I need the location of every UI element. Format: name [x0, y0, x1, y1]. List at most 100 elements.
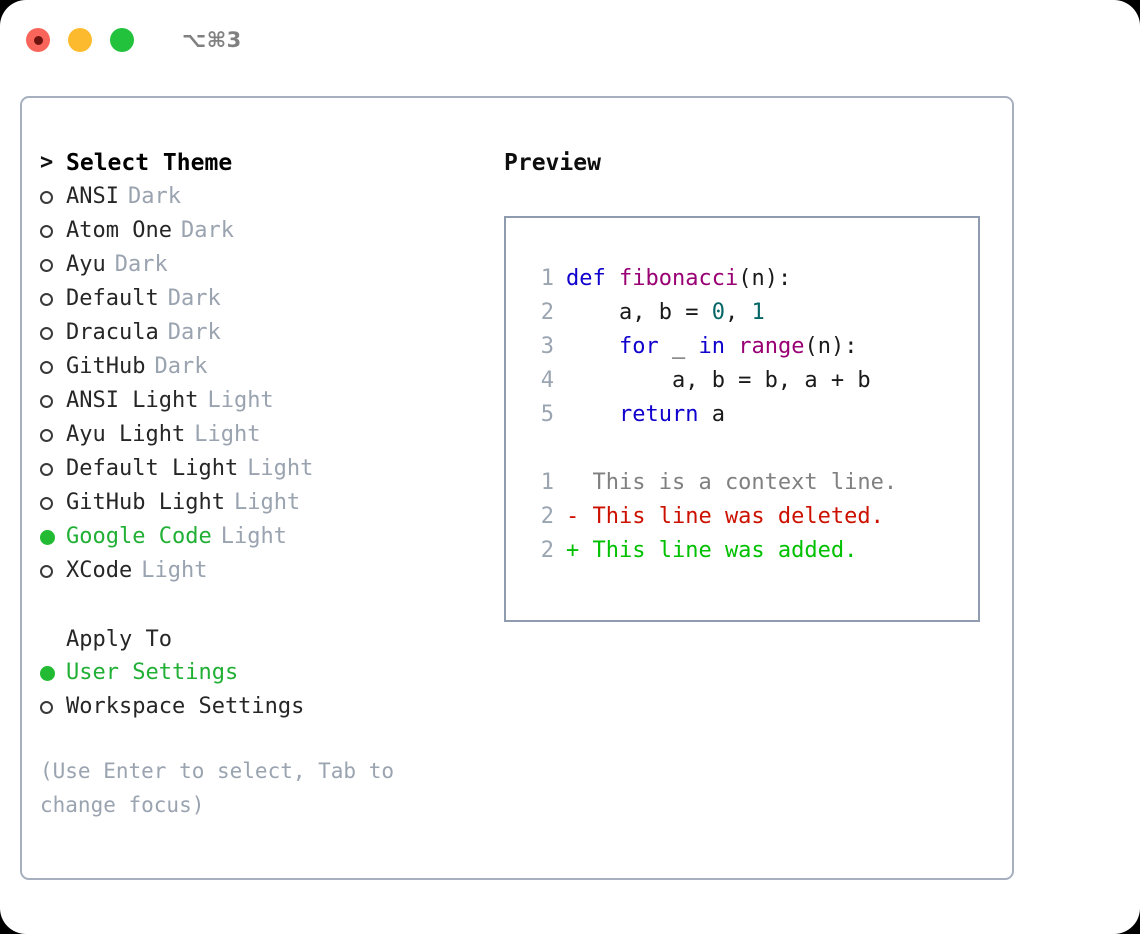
theme-list-item-ansi[interactable]: ANSI Dark [40, 180, 500, 214]
code-diff-separator [524, 432, 978, 466]
diff-content: - This line was deleted. [566, 504, 884, 529]
theme-name: Ayu [66, 252, 106, 277]
theme-list: ANSI Dark Atom One Dark Ayu Dark [40, 180, 500, 588]
theme-list-item-default[interactable]: Default Dark [40, 282, 500, 316]
theme-name: Default [66, 286, 159, 311]
theme-name: XCode [66, 558, 133, 583]
radio-unselected-icon[interactable] [40, 384, 66, 418]
token-function: fibonacci [619, 266, 739, 291]
radio-unselected-icon[interactable] [40, 316, 66, 350]
radio-unselected-icon[interactable] [40, 690, 66, 724]
main-panel: > Select Theme ANSI Dark Atom One Dark [20, 96, 1014, 880]
radio-unselected-icon[interactable] [40, 418, 66, 452]
minimize-button[interactable] [68, 28, 92, 52]
diff-line-deleted: 2 - This line was deleted. [524, 500, 978, 534]
radio-unselected-icon[interactable] [40, 554, 66, 588]
theme-tag: Light [247, 456, 314, 481]
token-plain: a [698, 402, 725, 427]
radio-selected-icon[interactable] [40, 520, 66, 554]
token-keyword: return [618, 402, 699, 427]
diff-content: This is a context line. [566, 470, 898, 495]
theme-list-item-github[interactable]: GitHub Dark [40, 350, 500, 384]
radio-unselected-icon[interactable] [40, 350, 66, 384]
radio-unselected-icon[interactable] [40, 282, 66, 316]
radio-unselected-icon[interactable] [40, 248, 66, 282]
close-dot-icon [33, 35, 43, 45]
apply-to-item-workspace-settings[interactable]: Workspace Settings [40, 690, 500, 724]
title-bar: ⌥⌘3 [0, 0, 1140, 80]
token-plain: _ [658, 334, 699, 359]
theme-list-item-github-light[interactable]: GitHub Light Light [40, 486, 500, 520]
diff-line-context: 1 This is a context line. [524, 466, 978, 500]
theme-name: ANSI [66, 184, 119, 209]
code-content: a, b = 0, 1 [566, 296, 765, 330]
radio-unselected-icon[interactable] [40, 214, 66, 248]
theme-tag: Light [207, 388, 274, 413]
code-content: def fibonacci(n): [566, 262, 791, 296]
radio-unselected-icon[interactable] [40, 180, 66, 214]
apply-to-heading: Apply To [40, 622, 500, 656]
token-plain [566, 334, 619, 359]
line-number: 1 [540, 266, 554, 291]
theme-tag: Dark [167, 320, 221, 345]
list-spacer [40, 588, 500, 622]
theme-tag: Dark [180, 218, 234, 243]
apply-to-item-user-settings[interactable]: User Settings [40, 656, 500, 690]
radio-selected-icon[interactable] [40, 656, 66, 690]
theme-name: GitHub Light [66, 490, 225, 515]
theme-picker-pane: > Select Theme ANSI Dark Atom One Dark [40, 146, 500, 822]
theme-tag: Light [220, 524, 287, 549]
theme-list-item-xcode[interactable]: XCode Light [40, 554, 500, 588]
radio-unselected-icon[interactable] [40, 452, 66, 486]
token-plain [725, 334, 738, 359]
theme-list-item-google-code[interactable]: Google Code Light [40, 520, 500, 554]
theme-list-item-default-light[interactable]: Default Light Light [40, 452, 500, 486]
line-number: 2 [540, 300, 554, 325]
token-plain: (n): [804, 334, 858, 359]
theme-tag: Dark [127, 184, 181, 209]
token-plain: , [724, 300, 752, 325]
radio-unselected-icon[interactable] [40, 486, 66, 520]
preview-title: Preview [504, 150, 601, 176]
theme-name: Default Light [66, 456, 239, 481]
theme-tag: Light [141, 558, 208, 583]
code-line: 3 for _ in range(n): [524, 330, 978, 364]
theme-tag: Light [194, 422, 261, 447]
apply-to-option-label: User Settings [66, 660, 239, 685]
apply-to-option-label: Workspace Settings [66, 694, 305, 719]
theme-list-item-dracula[interactable]: Dracula Dark [40, 316, 500, 350]
preview-pane: Preview 1 def fibonacci(n): 2 a, b = 0, … [504, 146, 994, 622]
theme-name: GitHub [66, 354, 146, 379]
keyboard-shortcut-label: ⌥⌘3 [182, 28, 242, 52]
theme-list-item-ansi-light[interactable]: ANSI Light Light [40, 384, 500, 418]
token-number: 1 [751, 300, 765, 325]
theme-list-item-ayu[interactable]: Ayu Dark [40, 248, 500, 282]
line-number: 5 [540, 402, 554, 427]
token-number: 0 [711, 300, 725, 325]
code-content: for _ in range(n): [566, 330, 857, 364]
caret-icon: > [40, 150, 54, 175]
token-plain: a, b = [566, 300, 712, 325]
theme-name: Ayu Light [66, 422, 186, 447]
token-plain: (n): [738, 266, 792, 291]
diff-content: + This line was added. [566, 538, 858, 563]
zoom-button[interactable] [110, 28, 134, 52]
code-line: 1 def fibonacci(n): [524, 262, 978, 296]
code-content: return a [566, 398, 725, 432]
token-function: range [738, 334, 805, 359]
line-number: 3 [540, 334, 554, 359]
apply-to-label: Apply To [66, 626, 172, 652]
theme-tag: Dark [154, 354, 208, 379]
theme-list-item-ayu-light[interactable]: Ayu Light Light [40, 418, 500, 452]
window-controls [26, 28, 134, 52]
line-number: 4 [540, 368, 554, 393]
page-title: Select Theme [66, 150, 233, 176]
theme-tag: Light [233, 490, 301, 515]
code-content: a, b = b, a + b [566, 364, 871, 398]
token-plain: a, b = b, a + b [566, 368, 871, 393]
theme-tag: Dark [167, 286, 221, 311]
keyboard-hint-text: (Use Enter to select, Tab to change focu… [40, 759, 395, 817]
theme-list-item-atom-one[interactable]: Atom One Dark [40, 214, 500, 248]
close-button[interactable] [26, 28, 50, 52]
